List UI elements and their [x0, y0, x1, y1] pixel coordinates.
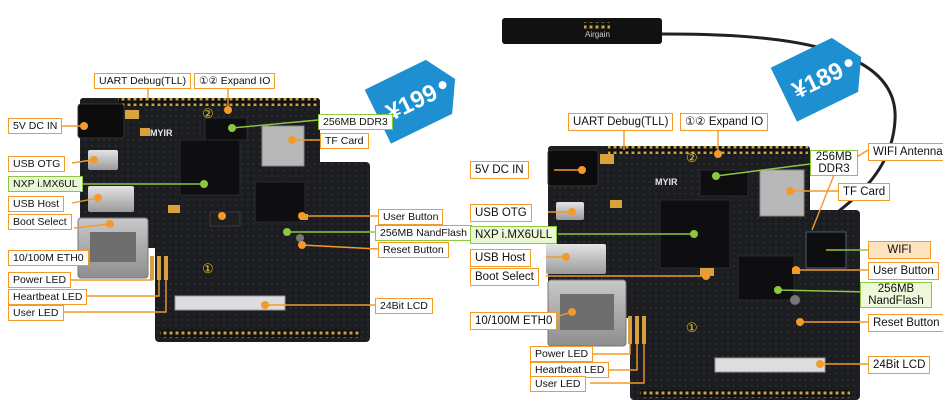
left-label-reset-button: Reset Button	[378, 242, 449, 258]
left-nand-chip	[254, 181, 306, 223]
right-label-dc-in: 5V DC IN	[470, 161, 529, 179]
right-label-ddr: 256MB DDR3	[810, 150, 858, 176]
right-label-uart: UART Debug(TLL)	[568, 113, 674, 131]
right-brand-silk: MYIR	[655, 177, 678, 187]
antenna-cable	[661, 32, 897, 240]
right-price-tag: ¥189	[770, 37, 862, 122]
antenna-brand-text: Airgain	[585, 30, 610, 39]
left-board: MYIR ② ①	[55, 59, 456, 342]
left-label-expand-io: ①② Expand IO	[194, 73, 276, 89]
left-label-dc-in: 5V DC IN	[8, 118, 63, 134]
antenna-module	[502, 18, 662, 44]
right-ddr-chip	[699, 169, 749, 197]
left-label-boot-select: Boot Select	[8, 214, 72, 230]
left-usb-host	[88, 186, 134, 212]
left-label-usb-host: USB Host	[8, 196, 65, 212]
right-header-top	[608, 146, 808, 154]
left-label-usb-otg: USB OTG	[8, 156, 66, 172]
right-label-eth: 10/100M ETH0	[470, 312, 558, 330]
left-header-top	[118, 98, 318, 106]
right-label-power-led: Power LED	[530, 346, 594, 362]
right-label-usb-otg: USB OTG	[470, 204, 532, 222]
right-label-user-button: User Button	[868, 262, 939, 280]
left-label-lcd: 24Bit LCD	[375, 298, 433, 314]
left-label-eth: 10/100M ETH0	[8, 250, 89, 266]
right-label-usb-host: USB Host	[470, 249, 531, 267]
right-board: Airgain MY	[502, 18, 897, 400]
left-label-user-button: User Button	[378, 209, 444, 225]
left-price-tag: ¥199	[364, 59, 456, 144]
left-ddr-chip	[204, 117, 248, 141]
left-label-ddr: 256MB DDR3	[318, 114, 393, 130]
left-label-heartbeat-led: Heartbeat LED	[8, 289, 88, 305]
right-label-wifi-antenna: WIFI Antenna	[868, 143, 943, 161]
right-tf-slot	[759, 169, 805, 217]
right-label-nandflash: 256MB NandFlash	[860, 282, 932, 308]
left-label-nandflash: 256MB NandFlash	[375, 225, 472, 241]
right-nand-chip	[737, 255, 795, 301]
right-label-boot-select: Boot Select	[470, 268, 539, 286]
left-tf-slot	[261, 125, 305, 167]
left-lcd-connector	[174, 295, 286, 311]
right-lcd-connector	[714, 357, 826, 373]
right-mark-2: ②	[686, 150, 698, 165]
left-label-tf-card: TF Card	[320, 133, 369, 149]
right-label-wifi: WIFI	[868, 241, 931, 259]
left-label-soc: NXP i.MX6UL	[8, 176, 83, 192]
right-label-soc: NXP i.MX6ULL	[470, 226, 558, 244]
left-usb-otg	[88, 150, 118, 170]
right-mark-1: ①	[686, 320, 698, 335]
left-dc-jack	[77, 103, 125, 139]
left-mark-2: ②	[202, 106, 214, 121]
left-label-uart: UART Debug(TLL)	[94, 73, 192, 89]
right-label-lcd: 24Bit LCD	[868, 356, 931, 374]
right-label-reset-button: Reset Button	[868, 314, 943, 332]
right-dc-jack	[547, 149, 599, 187]
left-label-power-led: Power LED	[8, 272, 72, 288]
right-usb-host	[546, 244, 606, 274]
right-label-user-led: User LED	[530, 376, 586, 392]
right-label-tf-card: TF Card	[838, 183, 891, 201]
left-brand-silk: MYIR	[150, 128, 173, 138]
left-mark-1: ①	[202, 261, 214, 276]
left-label-user-led: User LED	[8, 305, 64, 321]
right-label-expand-io: ①② Expand IO	[680, 113, 769, 131]
left-soc-chip	[179, 139, 241, 196]
